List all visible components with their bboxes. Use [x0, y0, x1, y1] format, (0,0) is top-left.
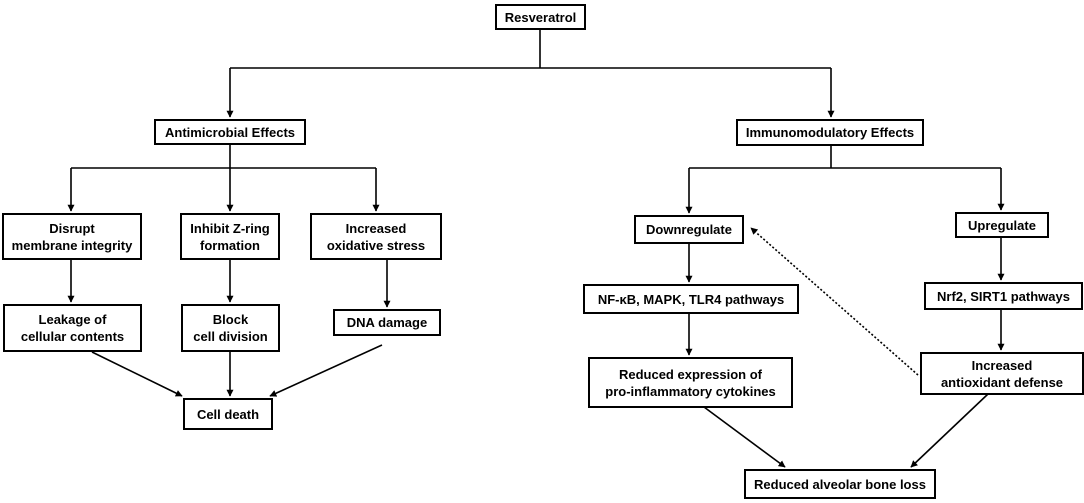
node-label: Nrf2, SIRT1 pathways	[937, 288, 1070, 304]
node-label: Block cell division	[193, 312, 268, 344]
node-leakage: Leakage of cellular contents	[3, 304, 142, 352]
node-label: Increased oxidative stress	[326, 220, 426, 253]
node-label: Antimicrobial Effects	[164, 124, 296, 140]
dotted-arrow-antioxidant-to-downregulate	[750, 227, 919, 376]
arrow-leakage-to-cell-death	[91, 351, 183, 397]
node-cell-death: Cell death	[183, 398, 273, 430]
node-downregulate: Downregulate	[634, 215, 744, 244]
node-label: NF-κB, MAPK, TLR4 pathways	[597, 291, 785, 307]
node-label: Reduced alveolar bone loss	[754, 476, 926, 492]
node-label: Resveratrol	[504, 9, 577, 25]
node-nrf2-pathways: Nrf2, SIRT1 pathways	[924, 282, 1083, 310]
arrow-expression-to-bone-loss	[703, 406, 786, 468]
node-nfkb-pathways: NF-κB, MAPK, TLR4 pathways	[583, 284, 799, 314]
node-antioxidant-defense: Increased antioxidant defense	[920, 352, 1084, 395]
node-label: Reduced expression of pro-inflammatory c…	[605, 366, 776, 399]
arrow-antioxidant-to-bone-loss	[910, 393, 989, 468]
node-upregulate: Upregulate	[955, 212, 1049, 238]
node-block-cell-division: Block cell division	[181, 304, 280, 352]
node-label: Immunomodulatory Effects	[745, 125, 915, 140]
node-disrupt-membrane: Disrupt membrane integrity	[2, 213, 142, 260]
node-label: Inhibit Z-ring formation	[190, 220, 270, 253]
node-label: Increased antioxidant defense	[940, 357, 1064, 390]
node-label: Disrupt membrane integrity	[11, 220, 133, 253]
node-label: DNA damage	[346, 315, 428, 330]
arrow-dna-to-cell-death	[269, 344, 383, 397]
node-oxidative-stress: Increased oxidative stress	[310, 213, 442, 260]
node-reduced-expression: Reduced expression of pro-inflammatory c…	[588, 357, 793, 408]
node-antimicrobial-effects: Antimicrobial Effects	[154, 119, 306, 145]
node-label: Leakage of cellular contents	[20, 312, 125, 344]
node-immunomodulatory-effects: Immunomodulatory Effects	[736, 119, 924, 146]
node-label: Downregulate	[646, 222, 732, 237]
node-label: Upregulate	[968, 217, 1036, 233]
node-dna-damage: DNA damage	[333, 309, 441, 336]
node-label: Cell death	[196, 406, 260, 422]
node-resveratrol: Resveratrol	[495, 4, 586, 30]
node-reduced-bone-loss: Reduced alveolar bone loss	[744, 469, 936, 499]
node-inhibit-z-ring: Inhibit Z-ring formation	[180, 213, 280, 260]
